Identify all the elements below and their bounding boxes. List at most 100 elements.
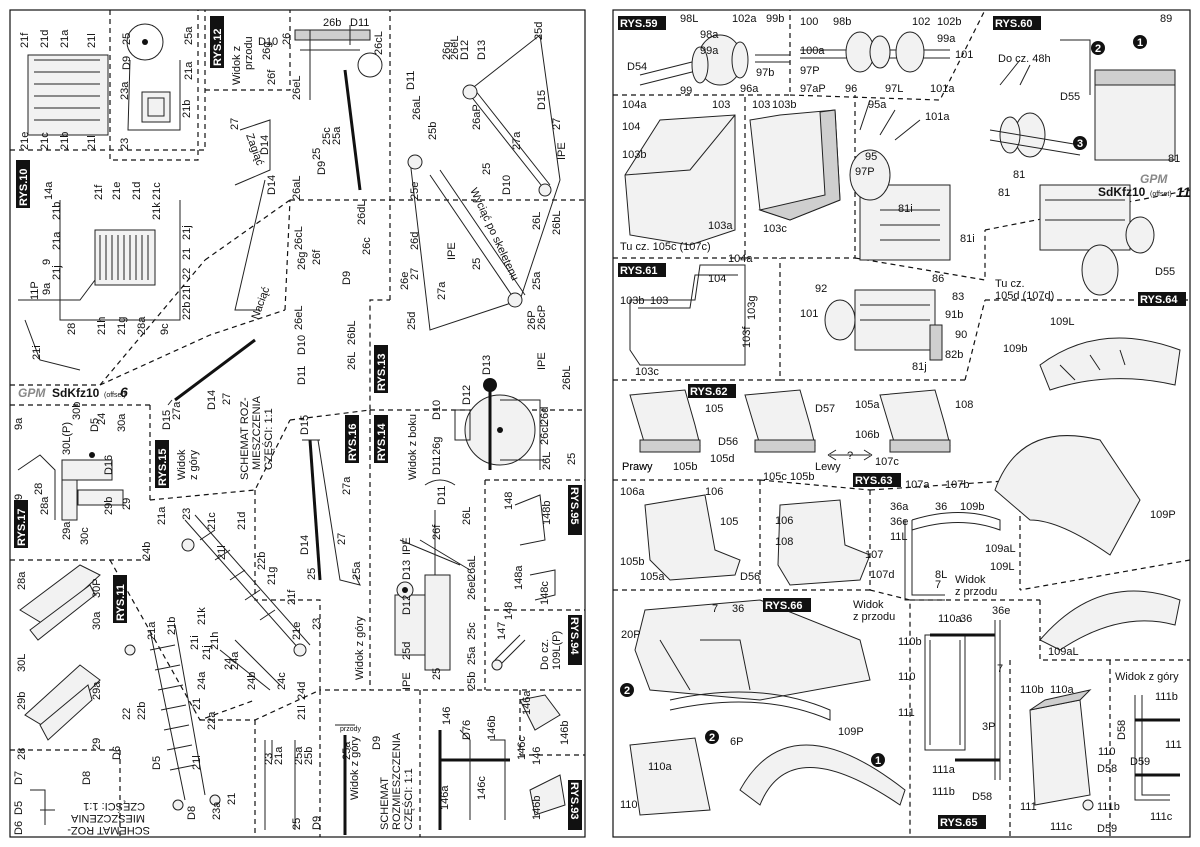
part-label: 36e [890, 516, 908, 528]
rys66-drawing: 2 2 1 [620, 599, 906, 816]
schemat-bottom-line1: SCHEMAT [379, 777, 391, 830]
part-label: D9 [311, 816, 323, 830]
part-label: 98b [833, 16, 851, 28]
part-label: 23a [211, 801, 223, 820]
part-label: 27 [409, 268, 421, 280]
part-label: 27 [336, 533, 348, 545]
part-label: 22b [256, 552, 268, 570]
rys10-tag: RYS.10 [18, 168, 30, 206]
engine-drawing [824, 99, 951, 361]
part-label: 9 [41, 259, 53, 265]
part-label: D5 [151, 756, 163, 770]
part-label: 25a [466, 646, 478, 665]
part-label: D11 [405, 71, 417, 90]
part-label: 103b [622, 149, 646, 161]
part-label: 22 [121, 708, 133, 720]
rys28-drawing [19, 564, 101, 741]
part-label: IPE [536, 352, 548, 370]
part-label: 105d [710, 453, 734, 465]
part-label: 146b [486, 716, 498, 740]
part-label: 21a [273, 746, 285, 765]
part-label: 26g [441, 42, 453, 60]
part-label: 103c [635, 366, 659, 378]
part-label: 147 [496, 622, 508, 640]
part-label: 21j [201, 645, 213, 660]
part-label: 21d [131, 182, 143, 200]
widok-z-gory2-text: Widok z góry [354, 616, 366, 680]
rys12-tag: RYS.12 [212, 28, 224, 66]
part-label: 25 [431, 668, 443, 680]
rys10-drawing [18, 23, 181, 371]
part-label: 27 [551, 118, 563, 130]
part-label: 110 [620, 799, 638, 811]
part-label: D8 [81, 771, 93, 785]
left-model-sub: (offset) [104, 392, 126, 399]
part-label: 105b [790, 471, 814, 483]
widok-z-gory-line2: z góry [188, 450, 200, 480]
part-label: 108 [775, 536, 793, 548]
part-label: D11 [350, 17, 369, 29]
part-label: 26cL [539, 421, 551, 445]
part-label: 106 [705, 486, 723, 498]
rys64-tag: RYS.64 [1140, 294, 1178, 306]
part-label: 30b [71, 402, 83, 420]
part-label: 6P [730, 736, 743, 748]
rys64-drawing [994, 337, 1181, 651]
part-label: 109b [1003, 343, 1027, 355]
part-label: 111 [898, 707, 915, 719]
part-label: 103b [620, 295, 644, 307]
part-label: 83 [952, 291, 964, 303]
part-label: 146b [559, 721, 571, 745]
rys14-tag: RYS.14 [376, 423, 388, 461]
part-label: 36e [992, 605, 1010, 617]
part-label: 103f [741, 326, 753, 348]
rys60-drawing: 1 2 3 [989, 35, 1176, 161]
part-label: 148a [513, 565, 525, 590]
part-label: 110a [938, 613, 963, 625]
prawy-text: Prawy [622, 461, 653, 473]
rys11-drawing [124, 514, 311, 811]
part-label: 28 [16, 748, 28, 760]
tu-cz-105d-line2: 105d (107d) [995, 290, 1054, 302]
schemat-bottom-line3: CZĘŚCI: 1:1 [402, 768, 415, 830]
part-label: 23 [181, 508, 193, 520]
part-label: 81 [1013, 169, 1025, 181]
rys62-drawing [629, 389, 951, 461]
part-label: 30c [79, 527, 91, 545]
part-label: 7 [997, 663, 1003, 675]
part-label: 146c [516, 736, 528, 760]
part-label: 26aL [291, 176, 303, 200]
rys59-drawing [639, 31, 950, 86]
widok-z-przodu-r-line1: Widok [955, 574, 986, 586]
part-label: 101a [930, 83, 955, 95]
widok-z-boku-text: Widok z boku [407, 414, 419, 480]
schemat-rot-line2: MIESZCZENIA [251, 395, 263, 470]
widok-z-gory-r-text: Widok z góry [1115, 671, 1179, 683]
part-label: D8 [186, 806, 198, 820]
part-label: 104a [622, 99, 647, 111]
part-label: 111a [932, 764, 956, 776]
part-label: 26L [461, 507, 473, 525]
part-label: 102a [732, 13, 757, 25]
part-label: 21b [181, 100, 193, 118]
part-label: 23 [119, 138, 131, 150]
rys11-tag: RYS.11 [115, 584, 127, 621]
part-label: 148b [541, 501, 553, 525]
part-label: 27 [221, 393, 233, 405]
rys66-tag: RYS.66 [765, 600, 803, 612]
part-label: D58 [1116, 720, 1128, 740]
front-view-drawing [924, 620, 1001, 780]
seat-panels-drawing [624, 109, 841, 246]
part-label: Prawy [622, 461, 653, 473]
part-label: 25a [351, 561, 363, 580]
part-label: D59 [1097, 823, 1117, 835]
part-label: 90 [955, 329, 967, 341]
part-label: 25 [566, 453, 578, 465]
part-label: 25d [533, 22, 545, 40]
schemat-rot-line3: CZĘŚCI: 1:1 [262, 408, 275, 470]
part-label: 98a [700, 29, 719, 41]
part-label: D55 [1060, 91, 1080, 103]
part-label: 21l [191, 755, 203, 770]
part-label: D6 [111, 746, 123, 760]
